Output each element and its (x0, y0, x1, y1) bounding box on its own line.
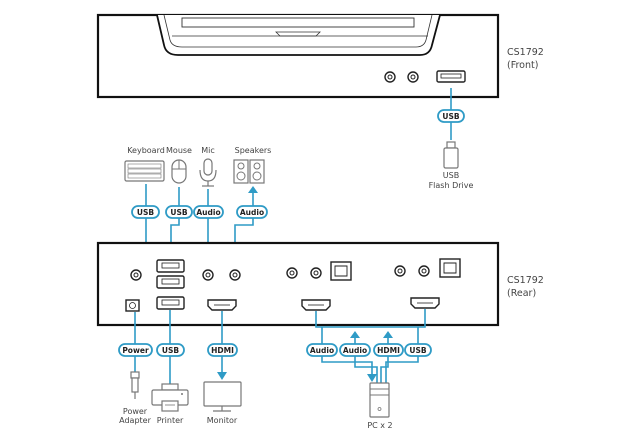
monitor-hdmi-pill (207, 343, 238, 357)
pc2-audio-jack-2 (418, 265, 430, 277)
mic-audio-pill (193, 205, 224, 219)
front-bay-slot (181, 17, 415, 28)
svg-text:USB: USB (409, 346, 426, 355)
monitor-arrow-icon (217, 372, 227, 380)
svg-text:USB: USB (170, 208, 187, 217)
mouse-icon (171, 159, 187, 184)
svg-text:USB: USB (162, 346, 179, 355)
microphone-icon (199, 158, 217, 187)
front-bay-latch (275, 31, 321, 37)
rear-unit: CS1792 (Rear) (96, 241, 544, 327)
pc2-usb-b-port (439, 258, 461, 278)
pc1-audio-jack-2 (310, 267, 322, 279)
pc-label: PC x 2 (367, 421, 392, 430)
bottom-pills: Power USB HDMI (118, 343, 238, 357)
pc-audio-out-arrow-icon (350, 331, 360, 338)
pc-hdmi-arrow-icon (383, 331, 393, 338)
pc-hdmi-pill (373, 343, 404, 357)
speakers-audio-pill (236, 205, 268, 219)
pc-audio-pill-2 (339, 343, 371, 357)
svg-text:USB: USB (443, 171, 459, 180)
pc-usb-pill (404, 343, 432, 357)
rear-mic-jack (202, 269, 214, 281)
mic-label: Mic (201, 146, 215, 155)
pc-pills: Audio Audio HDMI USB (306, 343, 432, 357)
top-devices: Keyboard Mouse Mic Speakers (124, 146, 272, 187)
pc-audio-in-arrow-icon (367, 374, 377, 382)
svg-text:HDMI: HDMI (377, 346, 400, 355)
svg-text:Audio: Audio (196, 208, 220, 217)
rear-unit-label-line2: (Rear) (507, 288, 536, 299)
svg-text:USB: USB (137, 208, 154, 217)
pc1-usb-b-port (330, 261, 352, 281)
svg-text:HDMI: HDMI (211, 346, 234, 355)
speakers-icon (233, 159, 265, 184)
svg-text:Printer: Printer (157, 416, 184, 425)
front-unit: CS1792 (Front) (96, 13, 544, 99)
keyboard-icon (124, 160, 165, 182)
pc-tower-icon (369, 382, 390, 418)
usb-flash-drive-icon (443, 141, 459, 169)
keyboard-usb-pill (131, 205, 160, 219)
rear-unit-label-line1: CS1792 (507, 275, 544, 286)
pc-audio-pill-1 (306, 343, 338, 357)
keyboard-label: Keyboard (127, 146, 165, 155)
mouse-label: Mouse (166, 146, 192, 155)
rear-speaker-jack (229, 269, 241, 281)
rear-usb-port-lower (156, 275, 185, 289)
svg-text:Audio: Audio (310, 346, 334, 355)
front-unit-label-line2: (Front) (507, 60, 538, 71)
bottom-devices: Power Adapter Printer Monitor (119, 371, 242, 425)
rear-usb-port-upper (156, 259, 185, 273)
front-usb-pill (437, 109, 465, 123)
mouse-usb-pill (165, 205, 193, 219)
power-adapter-icon (130, 371, 140, 399)
front-usb-connection: USB USB Flash Drive (429, 88, 474, 190)
power-pill (118, 343, 153, 357)
pc2-audio-jack-1 (394, 265, 406, 277)
front-audio-jack-1 (384, 71, 396, 83)
rear-console-port (130, 269, 142, 281)
svg-text:Adapter: Adapter (119, 416, 151, 425)
rear-usb-port-printer (156, 296, 185, 310)
front-bay-recess (156, 14, 441, 56)
rear-power-jack (125, 299, 140, 312)
svg-text:Monitor: Monitor (207, 416, 238, 425)
speakers-arrow-icon (248, 186, 258, 193)
top-pills: USB USB Audio Audio (131, 205, 268, 219)
svg-text:Power: Power (122, 346, 149, 355)
front-unit-label-line1: CS1792 (507, 47, 544, 58)
svg-text:USB: USB (442, 112, 459, 121)
printer-icon (151, 383, 189, 412)
svg-text:Flash Drive: Flash Drive (429, 181, 474, 190)
monitor-icon (203, 381, 242, 412)
svg-text:Audio: Audio (343, 346, 367, 355)
speakers-label: Speakers (235, 146, 272, 155)
svg-text:Power: Power (123, 407, 148, 416)
front-audio-jack-2 (407, 71, 419, 83)
printer-usb-pill (156, 343, 185, 357)
pc1-audio-jack-1 (286, 267, 298, 279)
svg-text:Audio: Audio (240, 208, 264, 217)
